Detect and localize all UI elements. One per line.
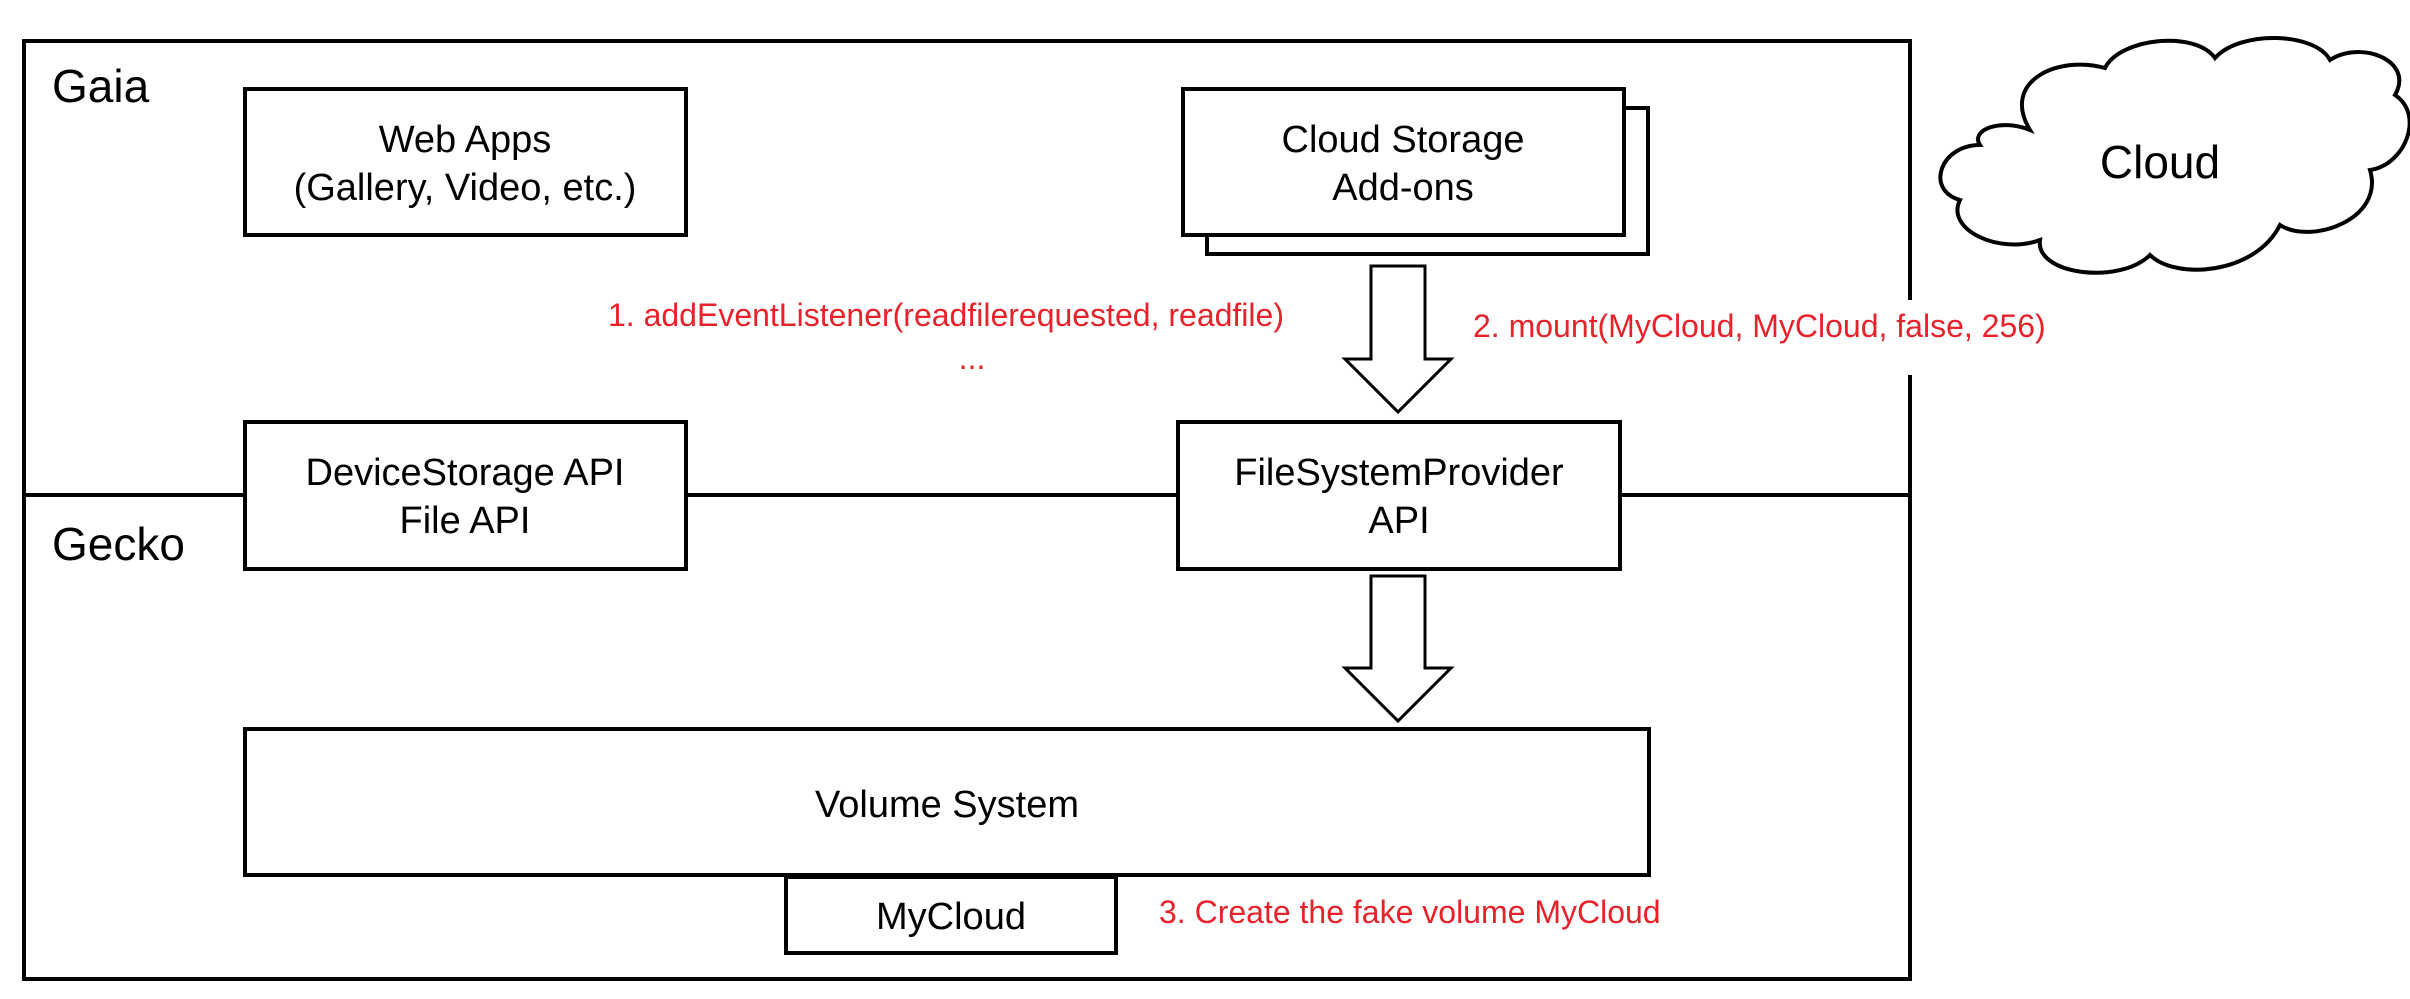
step1-continuation: ... bbox=[959, 340, 986, 376]
cloud-storage-sublabel: Add-ons bbox=[1332, 167, 1474, 209]
step3-annotation: 3. Create the fake volume MyCloud bbox=[1159, 894, 1661, 930]
cloud-label: Cloud bbox=[2100, 136, 2220, 188]
cloud-storage-box bbox=[1181, 87, 1626, 237]
frame-gap bbox=[1900, 300, 1920, 375]
step2-annotation: 2. mount(MyCloud, MyCloud, false, 256) bbox=[1473, 308, 2046, 344]
down-arrow-to-fsp bbox=[1341, 264, 1455, 415]
cloud-shape bbox=[1938, 36, 2410, 275]
volume-system-box bbox=[243, 727, 1651, 877]
gaia-layer-label: Gaia bbox=[52, 60, 150, 112]
fs-provider-sublabel: API bbox=[1368, 500, 1429, 542]
web-apps-sublabel: (Gallery, Video, etc.) bbox=[294, 167, 637, 209]
mycloud-volume-box bbox=[784, 875, 1118, 955]
fs-provider-box bbox=[1176, 420, 1622, 571]
outer-frame bbox=[22, 39, 1912, 981]
step1-annotation: 1. addEventListener(readfilerequested, r… bbox=[608, 297, 1284, 333]
mycloud-volume-label: MyCloud bbox=[876, 896, 1026, 938]
device-storage-box bbox=[243, 420, 688, 571]
web-apps-label: Web Apps bbox=[379, 119, 552, 161]
file-api-label: File API bbox=[400, 500, 531, 542]
gecko-layer-label: Gecko bbox=[52, 518, 185, 570]
device-storage-label: DeviceStorage API bbox=[306, 452, 625, 494]
down-arrow-to-volume bbox=[1341, 574, 1455, 724]
fs-provider-label: FileSystemProvider bbox=[1234, 452, 1564, 494]
web-apps-box bbox=[243, 87, 688, 237]
cloud-storage-label: Cloud Storage bbox=[1282, 119, 1525, 161]
volume-system-label: Volume System bbox=[815, 784, 1079, 826]
